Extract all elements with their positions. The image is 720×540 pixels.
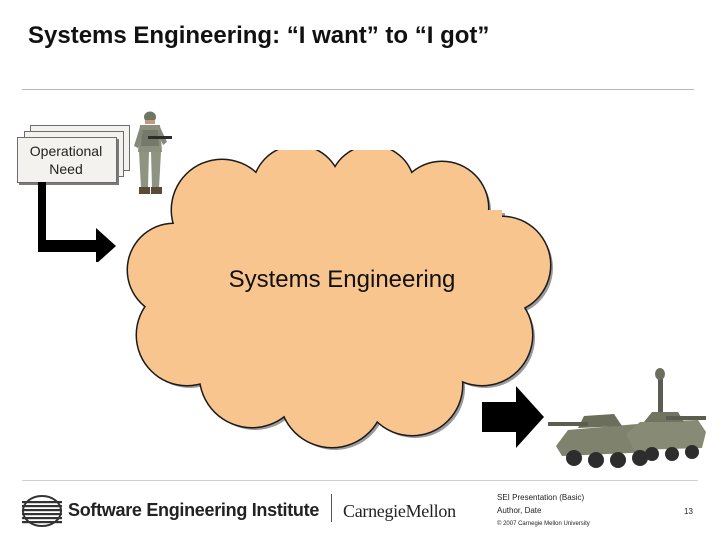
institute-name: Software Engineering Institute <box>68 500 320 520</box>
sei-logo-icon <box>22 495 62 527</box>
author-date: Author, Date <box>497 506 542 515</box>
operational-need-label: Operational Need <box>29 143 103 177</box>
university-name: CarnegieMellon <box>343 501 456 521</box>
slide-title: Systems Engineering: “I want” to “I got” <box>28 22 490 49</box>
flow-arrow-right <box>482 386 544 448</box>
systems-engineering-cloud <box>126 150 553 450</box>
soldier-image <box>134 111 172 194</box>
flow-arrow-down-right <box>38 182 116 262</box>
cloud-label: Systems Engineering <box>228 266 456 293</box>
vehicles-image <box>548 368 706 468</box>
footer-logo-divider <box>331 494 332 522</box>
title-divider <box>22 89 694 90</box>
copyright-notice: © 2007 Carnegie Mellon University <box>497 521 590 527</box>
footer-divider-line <box>22 480 698 481</box>
presentation-title: SEI Presentation (Basic) <box>497 493 585 502</box>
need-card-front <box>17 137 117 183</box>
page-number: 13 <box>684 507 693 516</box>
